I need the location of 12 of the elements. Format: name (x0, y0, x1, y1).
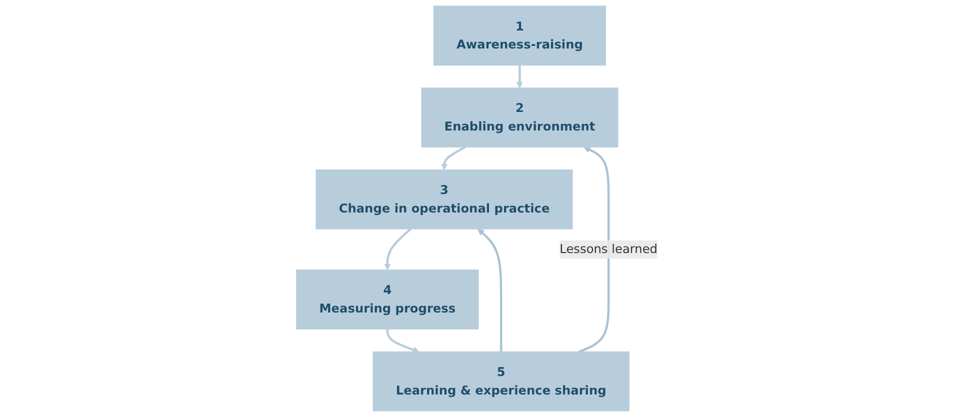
edge-label: Lessons learned (560, 242, 658, 256)
arrow (386, 329, 420, 353)
node-box: 5 Learning & experience sharing (372, 351, 630, 412)
arrow (516, 65, 524, 88)
arrow (384, 228, 412, 270)
node-box: 3 Change in operational practice (316, 169, 573, 230)
arrow (440, 146, 466, 170)
node-box: 2 Enabling environment (421, 88, 618, 148)
node-box: 4 Measuring progress (296, 270, 479, 330)
node-box: 1 Awareness-raising (433, 6, 606, 66)
arrow (578, 146, 610, 353)
arrow (478, 228, 502, 352)
